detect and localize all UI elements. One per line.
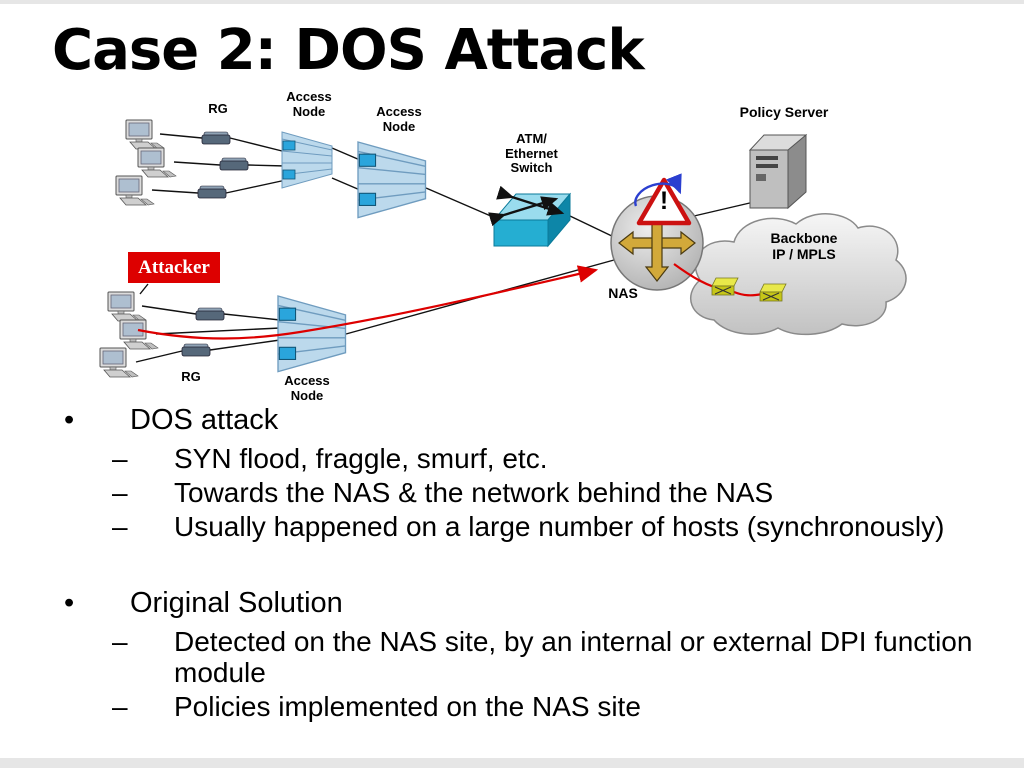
bullet-item: – Usually happened on a large number of … xyxy=(0,510,1024,543)
computer-icon xyxy=(137,147,177,178)
bullet-item: • Original Solution xyxy=(0,587,1024,620)
network-links xyxy=(135,133,755,363)
bullet-text: Policies implemented on the NAS site xyxy=(174,690,641,722)
computer-icon xyxy=(99,347,139,378)
bullet-marker: – xyxy=(112,510,128,542)
slide-top-edge xyxy=(0,0,1024,4)
bullet-item: – Detected on the NAS site, by an intern… xyxy=(0,626,1024,689)
backbone-router-icon xyxy=(759,283,787,302)
computer-icon xyxy=(115,175,155,206)
rg-device-icon xyxy=(195,307,225,321)
bullet-item: • DOS attack xyxy=(0,404,1024,437)
label-access-node-2: Access Node xyxy=(376,104,422,134)
bullet-marker: • xyxy=(64,586,75,619)
access-node-icon xyxy=(357,141,427,219)
backbone-router-icon xyxy=(711,277,739,296)
label-nas: NAS xyxy=(608,285,638,301)
label-access-node-1: Access Node xyxy=(286,89,332,119)
bullet-item: – Towards the NAS & the network behind t… xyxy=(0,477,1024,509)
rg-device-icon xyxy=(219,157,249,171)
label-policy-server: Policy Server xyxy=(739,104,829,120)
warning-exclamation: ! xyxy=(659,187,669,215)
bullet-marker: – xyxy=(112,443,128,475)
access-node-icon xyxy=(281,131,333,189)
bullet-item: – SYN flood, fraggle, smurf, etc. xyxy=(0,444,1024,475)
warning-icon xyxy=(634,173,692,226)
bullet-text: Usually happened on a large number of ho… xyxy=(174,510,945,542)
bullet-item: – Policies implemented on the NAS site xyxy=(0,690,1024,723)
bullet-text: Original Solution xyxy=(130,586,343,619)
bullet-marker: – xyxy=(112,626,128,658)
rg-device-icon xyxy=(181,343,211,357)
computer-icon xyxy=(107,291,147,322)
bullet-marker: – xyxy=(112,477,128,509)
bullet-text: DOS attack xyxy=(130,404,279,436)
label-atm-switch: ATM/ Ethernet Switch xyxy=(505,131,558,176)
atm-switch-icon xyxy=(488,185,572,248)
computer-icon xyxy=(125,119,165,150)
page-title: Case 2: DOS Attack xyxy=(52,18,645,83)
bullet-marker: – xyxy=(112,690,128,722)
rg-device-icon xyxy=(201,131,231,145)
attacker-badge: Attacker xyxy=(128,252,220,283)
label-access-node-3: Access Node xyxy=(284,373,330,403)
label-backbone: Backbone IP / MPLS xyxy=(770,230,838,262)
slide-bottom-edge xyxy=(0,758,1024,768)
bullet-text: Detected on the NAS site, by an internal… xyxy=(174,626,973,688)
network-diagram: RG Access Node Access Node ATM/ Ethernet… xyxy=(0,88,1024,418)
policy-server-icon xyxy=(748,133,808,210)
label-rg-bottom: RG xyxy=(181,369,201,384)
network-diagram-canvas xyxy=(99,119,907,378)
computer-icon xyxy=(119,319,159,350)
bullet-list: • DOS attack – SYN flood, fraggle, smurf… xyxy=(0,404,1024,725)
bullet-text: Towards the NAS & the network behind the… xyxy=(174,477,774,509)
label-rg-top: RG xyxy=(208,101,228,116)
bullet-marker: • xyxy=(64,404,75,436)
rg-device-icon xyxy=(197,185,227,199)
bullet-text: SYN flood, fraggle, smurf, etc. xyxy=(174,443,548,475)
